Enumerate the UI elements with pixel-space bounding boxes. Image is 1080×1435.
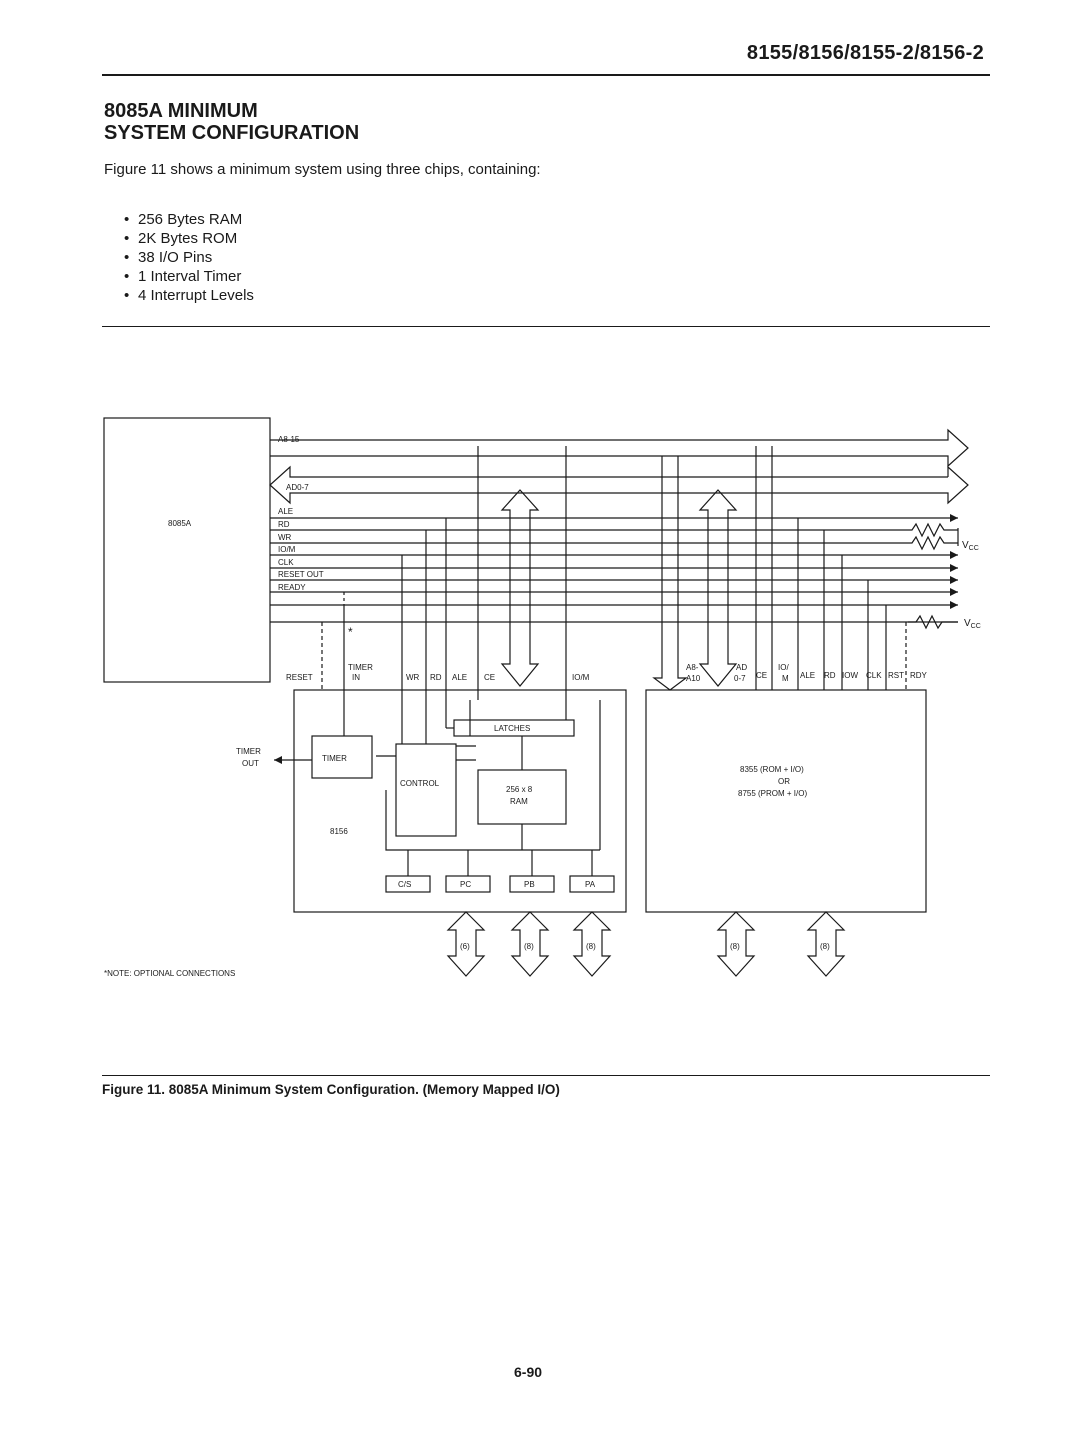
- pin-io-label-1: IO/: [778, 663, 789, 672]
- pin-rdy-label: RDY: [910, 671, 928, 680]
- timer-out-label-1: TIMER: [236, 747, 261, 756]
- cpu-label: 8085A: [168, 519, 192, 528]
- document-header: 8155/8156/8155-2/8156-2: [746, 42, 984, 64]
- feature-list: 256 Bytes RAM 2K Bytes ROM 38 I/O Pins 1…: [124, 210, 254, 305]
- pin-ce-label: CE: [484, 673, 495, 682]
- pin-ale-8355-label: ALE: [800, 671, 815, 680]
- port-cs-label: C/S: [398, 880, 411, 889]
- vcc-label-1: VCC: [962, 540, 979, 552]
- header-rule: [102, 74, 990, 76]
- bus-a8-15-label: A8-15: [278, 435, 300, 444]
- timer-in-label-2: IN: [352, 673, 360, 682]
- pin-wr-label: WR: [406, 673, 420, 682]
- latches-label: LATCHES: [494, 724, 530, 733]
- signal-wr-label: WR: [278, 533, 292, 542]
- chip-8156-box: [293, 689, 627, 913]
- port-pa-label: PA: [585, 880, 596, 889]
- list-item: 256 Bytes RAM: [124, 210, 254, 229]
- pin-rst-label: RST: [888, 671, 904, 680]
- pc-width-label: (6): [460, 942, 470, 951]
- list-item: 38 I/O Pins: [124, 248, 254, 267]
- list-item: 2K Bytes ROM: [124, 229, 254, 248]
- timer-out-label-2: OUT: [242, 759, 259, 768]
- chip-8355-label-3: 8755 (PROM + I/O): [738, 789, 807, 798]
- vcc-label-2: VCC: [964, 618, 981, 630]
- port-b-8355-width-label: (8): [820, 942, 830, 951]
- pin-rd-label: RD: [430, 673, 442, 682]
- pin-ale-label: ALE: [452, 673, 467, 682]
- signal-reset-out-label: RESET OUT: [278, 570, 324, 579]
- intro-paragraph: Figure 11 shows a minimum system using t…: [104, 161, 541, 178]
- pin-iow-label: IOW: [842, 671, 858, 680]
- cpu-8085a-box: [103, 417, 271, 683]
- pin-a10-label: A10: [686, 674, 701, 683]
- chip-8355-label-2: OR: [778, 777, 790, 786]
- bus-ad0-7-label: AD0-7: [286, 483, 309, 492]
- caption-rule: [102, 1075, 990, 1076]
- reset-label: RESET: [286, 673, 313, 682]
- port-a-8355-width-label: (8): [730, 942, 740, 951]
- optional-connections-note: *NOTE: OPTIONAL CONNECTIONS: [104, 969, 235, 978]
- page-number: 6-90: [514, 1364, 543, 1380]
- pin-iom-label: IO/M: [572, 673, 590, 682]
- section-title-line1: 8085A MINIMUM: [104, 100, 258, 122]
- chip-8355-label-1: 8355 (ROM + I/O): [740, 765, 804, 774]
- section-title-line2: SYSTEM CONFIGURATION: [104, 122, 360, 144]
- signal-iom-label: IO/M: [278, 545, 296, 554]
- ram-label-2: RAM: [510, 797, 528, 806]
- pin-ad-label: AD: [736, 663, 747, 672]
- section-title: 8085A MINIMUM SYSTEM CONFIGURATION: [104, 100, 359, 144]
- list-item: 1 Interval Timer: [124, 267, 254, 286]
- signal-ready-label: READY: [278, 583, 306, 592]
- timer-in-label-1: TIMER: [348, 663, 373, 672]
- pin-ce-8355-label: CE: [756, 671, 767, 680]
- list-item: 4 Interrupt Levels: [124, 286, 254, 305]
- pin-io-label-2: M: [782, 674, 789, 683]
- port-pc-label: PC: [460, 880, 471, 889]
- pin-a8-label: A8-: [686, 663, 699, 672]
- section-rule: [102, 326, 990, 327]
- signal-rd-label: RD: [278, 520, 290, 529]
- timer-block-label: TIMER: [322, 754, 347, 763]
- chip-8156-label: 8156: [330, 827, 348, 836]
- pin-clk-label: CLK: [866, 671, 882, 680]
- pa-width-label: (8): [586, 942, 596, 951]
- control-block-label: CONTROL: [400, 779, 440, 788]
- pin-rd-8355-label: RD: [824, 671, 836, 680]
- signal-clk-label: CLK: [278, 558, 294, 567]
- pb-width-label: (8): [524, 942, 534, 951]
- pin-ad07-label: 0-7: [734, 674, 746, 683]
- ram-label-1: 256 x 8: [506, 785, 533, 794]
- figure-caption: Figure 11. 8085A Minimum System Configur…: [102, 1082, 560, 1097]
- system-diagram: 8085A A8-15 AD0-7 ALE RD WR IO/M CLK RES…: [103, 417, 981, 978]
- signal-ale-label: ALE: [278, 507, 293, 516]
- chip-8355-box: [645, 689, 927, 913]
- note-star: *: [348, 625, 353, 639]
- port-pb-label: PB: [524, 880, 535, 889]
